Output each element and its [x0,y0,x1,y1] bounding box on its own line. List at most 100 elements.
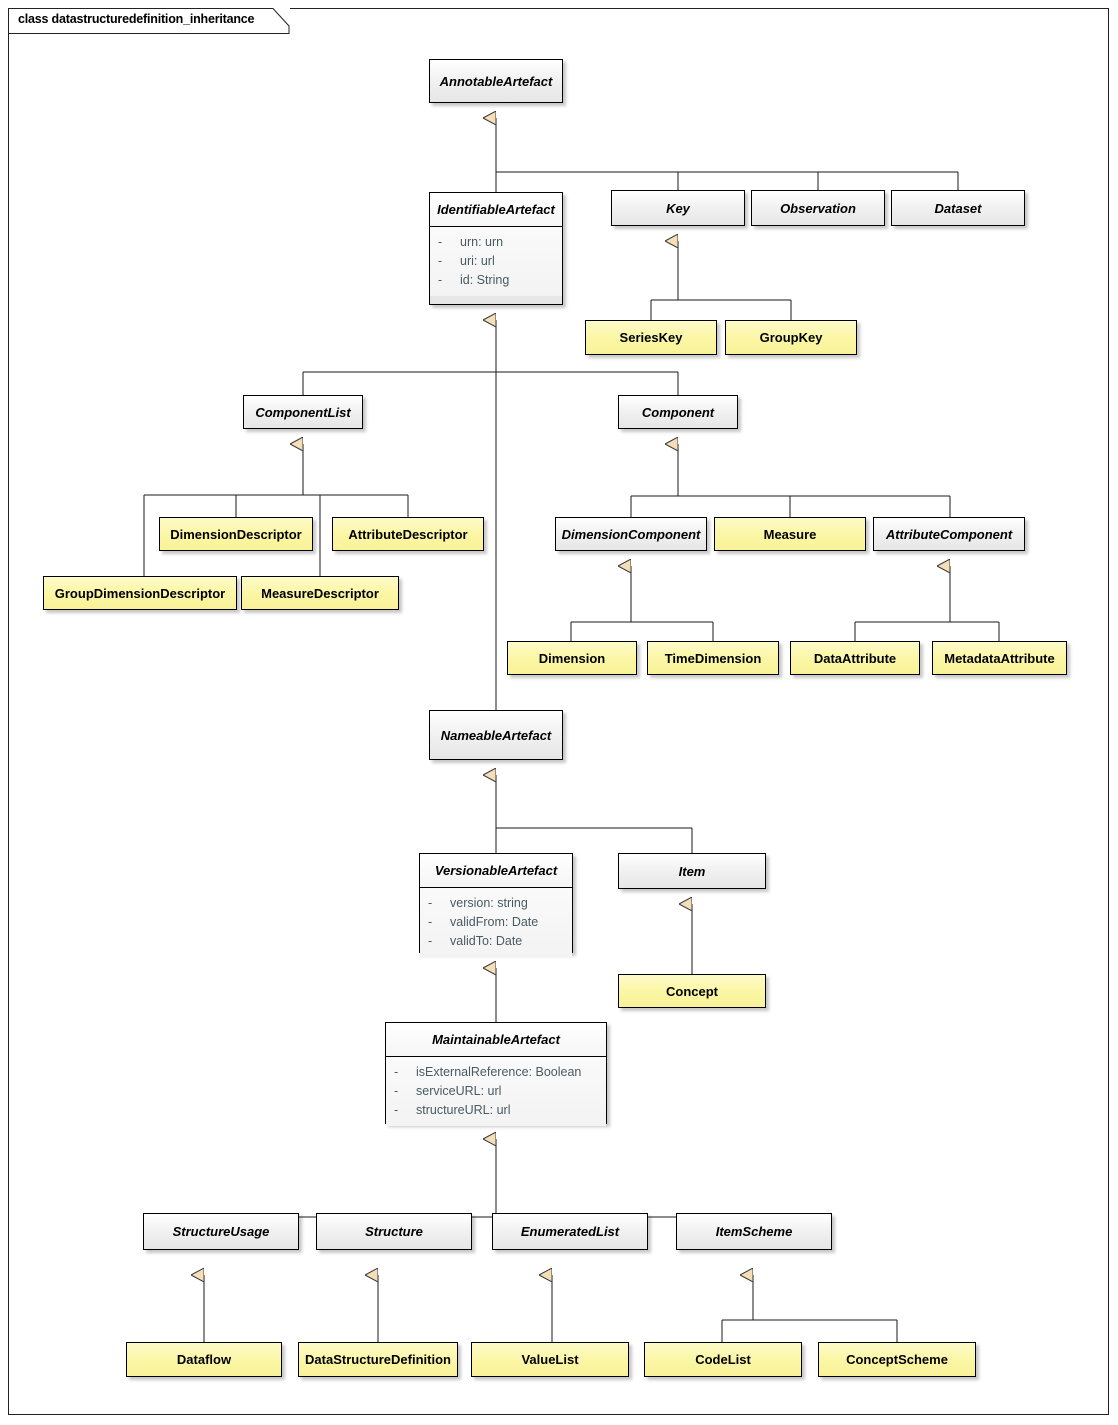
attribute-text: uri: url [460,254,495,268]
class-concept[interactable]: Concept [618,974,766,1008]
class-name: TimeDimension [664,650,762,666]
class-value-list[interactable]: ValueList [471,1342,629,1377]
class-component-list[interactable]: ComponentList [243,395,363,429]
class-nameable-artefact[interactable]: NameableArtefact [429,710,563,760]
visibility-marker: - [428,896,433,910]
attribute-text: validFrom: Date [450,915,539,929]
page-title: class datastructuredefinition_inheritanc… [18,12,255,26]
attribute-text: structureURL: url [416,1103,511,1117]
attribute-row: - validTo: Date [420,932,572,951]
class-name: NameableArtefact [440,727,552,743]
attribute-text: id: String [460,273,510,287]
class-name: VersionableArtefact [420,854,572,888]
class-structure-usage[interactable]: StructureUsage [143,1213,299,1250]
class-name: MeasureDescriptor [261,585,379,601]
class-name: AttributeComponent [885,526,1013,542]
class-name: DataAttribute [813,650,897,666]
class-name: AttributeDescriptor [348,526,468,542]
class-annotable-artefact[interactable]: AnnotableArtefact [429,59,563,103]
class-metadata-attribute[interactable]: MetadataAttribute [932,641,1067,675]
class-name: Item [678,863,706,879]
diagram-title-tab: class datastructuredefinition_inheritanc… [8,8,290,34]
visibility-marker: - [438,273,443,287]
class-group-key[interactable]: GroupKey [725,320,857,355]
class-structure[interactable]: Structure [316,1213,472,1250]
class-name: GroupKey [759,330,823,345]
class-dataset[interactable]: Dataset [891,190,1025,226]
attribute-row: - validFrom: Date [420,913,572,932]
attribute-row: - isExternalReference: Boolean [386,1063,606,1082]
class-observation[interactable]: Observation [751,190,885,226]
attribute-row: - id: String [430,271,562,290]
class-name: Concept [666,983,718,999]
class-series-key[interactable]: SeriesKey [585,320,717,355]
class-name: StructureUsage [172,1224,270,1239]
attribute-row: - version: string [420,894,572,913]
attribute-row: - structureURL: url [386,1101,606,1120]
class-item-scheme[interactable]: ItemScheme [676,1213,832,1250]
class-dimension[interactable]: Dimension [507,641,637,675]
attribute-row: - urn: urn [430,233,562,252]
class-component[interactable]: Component [618,395,738,429]
class-dataflow[interactable]: Dataflow [126,1342,282,1377]
class-name: Dataset [934,200,982,216]
class-maintainable-artefact[interactable]: MaintainableArtefact - isExternalReferen… [385,1022,607,1126]
visibility-marker: - [428,934,433,948]
class-name: Measure [763,526,817,542]
class-name: GroupDimensionDescriptor [54,585,226,601]
class-name: AnnotableArtefact [439,73,553,89]
class-name: DimensionDescriptor [170,526,302,542]
visibility-marker: - [428,915,433,929]
class-key[interactable]: Key [611,190,745,226]
class-name: IdentifiableArtefact [430,193,562,227]
attribute-text: serviceURL: url [416,1084,502,1098]
class-item[interactable]: Item [618,853,766,889]
class-measure[interactable]: Measure [714,517,866,551]
visibility-marker: - [394,1084,399,1098]
class-name: Key [666,200,690,216]
attribute-row: - serviceURL: url [386,1082,606,1101]
class-name: ValueList [521,1352,579,1367]
attribute-row: - uri: url [430,252,562,271]
class-versionable-artefact[interactable]: VersionableArtefact - version: string - … [419,853,573,957]
class-name: ItemScheme [715,1224,793,1239]
class-name: MetadataAttribute [944,650,1055,666]
attribute-compartment: - urn: urn - uri: url - id: String [430,227,562,296]
class-concept-scheme[interactable]: ConceptScheme [818,1342,976,1377]
class-time-dimension[interactable]: TimeDimension [647,641,779,675]
class-attribute-component[interactable]: AttributeComponent [873,517,1025,551]
attribute-compartment: - isExternalReference: Boolean - service… [386,1057,606,1126]
class-name: ComponentList [255,404,351,420]
class-dimension-descriptor[interactable]: DimensionDescriptor [159,517,313,551]
class-measure-descriptor[interactable]: MeasureDescriptor [241,576,399,610]
class-name: DimensionComponent [561,526,701,542]
visibility-marker: - [438,235,443,249]
class-name: SeriesKey [619,330,683,345]
visibility-marker: - [394,1065,399,1079]
class-name: Structure [365,1224,423,1239]
class-name: DataStructureDefinition [305,1352,451,1367]
attribute-text: validTo: Date [450,934,523,948]
attribute-text: isExternalReference: Boolean [416,1065,582,1079]
class-data-structure-definition[interactable]: DataStructureDefinition [298,1342,458,1377]
class-identifiable-artefact[interactable]: IdentifiableArtefact - urn: urn - uri: u… [429,192,563,305]
attribute-compartment: - version: string - validFrom: Date - va… [420,888,572,957]
class-name: EnumeratedList [520,1224,620,1239]
class-name: Component [641,404,715,420]
class-group-dimension-descriptor[interactable]: GroupDimensionDescriptor [43,576,237,610]
attribute-text: urn: urn [460,235,504,249]
class-name: CodeList [695,1352,751,1367]
attribute-text: version: string [450,896,528,910]
visibility-marker: - [438,254,443,268]
class-attribute-descriptor[interactable]: AttributeDescriptor [332,517,484,551]
class-name: ConceptScheme [846,1352,948,1367]
class-name: Dataflow [176,1352,232,1367]
class-enumerated-list[interactable]: EnumeratedList [492,1213,648,1250]
class-code-list[interactable]: CodeList [644,1342,802,1377]
class-data-attribute[interactable]: DataAttribute [790,641,920,675]
class-name: MaintainableArtefact [386,1023,606,1057]
class-name: Dimension [538,650,606,666]
visibility-marker: - [394,1103,399,1117]
class-dimension-component[interactable]: DimensionComponent [555,517,707,551]
